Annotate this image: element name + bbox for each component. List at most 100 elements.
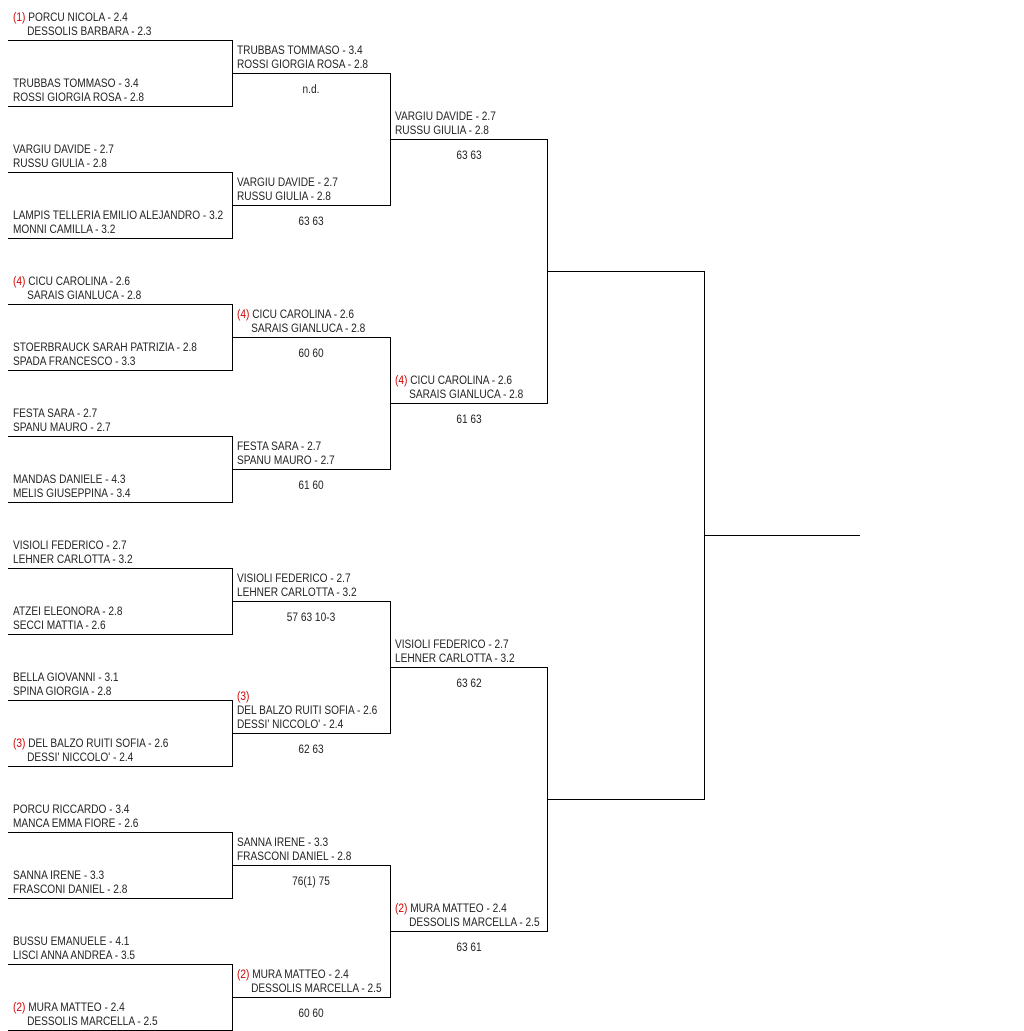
round3-line bbox=[390, 667, 547, 668]
match-score: 63 63 bbox=[298, 216, 324, 228]
round5-line bbox=[704, 535, 860, 536]
round2-line bbox=[232, 205, 390, 206]
player-row: STOERBRAUCK SARAH PATRIZIA - 2.8 bbox=[13, 341, 197, 355]
player-name: DEL BALZO RUITI SOFIA - 2.6 bbox=[28, 738, 169, 750]
player-row: (2) MURA MATTEO - 2.4 bbox=[13, 1001, 158, 1015]
player-row: MANCA EMMA FIORE - 2.6 bbox=[13, 817, 138, 831]
player-name: SPINA GIORGIA - 2.8 bbox=[13, 686, 112, 698]
player-name: VISIOLI FEDERICO - 2.7 bbox=[395, 639, 509, 651]
player-name: VARGIU DAVIDE - 2.7 bbox=[13, 144, 114, 156]
player-row: MONNI CAMILLA - 3.2 bbox=[13, 223, 223, 237]
player-row: LEHNER CARLOTTA - 3.2 bbox=[13, 553, 133, 567]
player-name: SPADA FRANCESCO - 3.3 bbox=[13, 356, 136, 368]
player-row: DESSOLIS MARCELLA - 2.5 bbox=[237, 982, 382, 996]
round1-line bbox=[8, 106, 232, 107]
player-name: MURA MATTEO - 2.4 bbox=[28, 1002, 125, 1014]
player-row: LEHNER CARLOTTA - 3.2 bbox=[237, 586, 357, 600]
round2-line bbox=[232, 469, 390, 470]
player-name: PORCU RICCARDO - 3.4 bbox=[13, 804, 130, 816]
player-name: DESSI' NICCOLO' - 2.4 bbox=[237, 719, 344, 731]
match-score: 76(1) 75 bbox=[292, 876, 330, 888]
player-name: DESSI' NICCOLO' - 2.4 bbox=[27, 752, 134, 764]
round2-line bbox=[232, 601, 390, 602]
player-row: SPINA GIORGIA - 2.8 bbox=[13, 685, 119, 699]
round1-line bbox=[8, 370, 232, 371]
player-row: SARAIS GIANLUCA - 2.8 bbox=[395, 388, 523, 402]
player-name: RUSSU GIULIA - 2.8 bbox=[395, 125, 489, 137]
round2-line bbox=[232, 997, 390, 998]
match-score: 60 60 bbox=[298, 348, 324, 360]
match-score: 63 62 bbox=[456, 678, 482, 690]
player-name: MANCA EMMA FIORE - 2.6 bbox=[13, 818, 139, 830]
player-row: LISCI ANNA ANDREA - 3.5 bbox=[13, 949, 135, 963]
round4-line bbox=[547, 799, 704, 800]
player-row: SPADA FRANCESCO - 3.3 bbox=[13, 355, 197, 369]
player-name: FRASCONI DANIEL - 2.8 bbox=[237, 851, 352, 863]
player-name: SARAIS GIANLUCA - 2.8 bbox=[409, 389, 524, 401]
seed-label: (4) bbox=[13, 276, 26, 288]
round1-line bbox=[8, 898, 232, 899]
player-name: SANNA IRENE - 3.3 bbox=[13, 870, 105, 882]
player-name: CICU CAROLINA - 2.6 bbox=[252, 309, 354, 321]
player-row: VARGIU DAVIDE - 2.7 bbox=[13, 143, 114, 157]
player-name: STOERBRAUCK SARAH PATRIZIA - 2.8 bbox=[13, 342, 197, 354]
player-row: ATZEI ELEONORA - 2.8 bbox=[13, 605, 122, 619]
player-name: CICU CAROLINA - 2.6 bbox=[410, 375, 512, 387]
player-row: TRUBBAS TOMMASO - 3.4 bbox=[237, 44, 368, 58]
player-row: SANNA IRENE - 3.3 bbox=[13, 869, 127, 883]
round3-line bbox=[390, 931, 547, 932]
player-row: LEHNER CARLOTTA - 3.2 bbox=[395, 652, 515, 666]
player-name: VARGIU DAVIDE - 2.7 bbox=[395, 111, 496, 123]
player-name: SPANU MAURO - 2.7 bbox=[13, 422, 111, 434]
player-row: VISIOLI FEDERICO - 2.7 bbox=[395, 638, 515, 652]
player-row: SECCI MATTIA - 2.6 bbox=[13, 619, 122, 633]
player-row: SARAIS GIANLUCA - 2.8 bbox=[13, 289, 141, 303]
round1-line bbox=[8, 700, 232, 701]
player-row: VISIOLI FEDERICO - 2.7 bbox=[237, 572, 357, 586]
player-name: SARAIS GIANLUCA - 2.8 bbox=[251, 323, 366, 335]
player-row: (4) CICU CAROLINA - 2.6 bbox=[13, 275, 141, 289]
round4-line bbox=[547, 271, 704, 272]
player-name: FRASCONI DANIEL - 2.8 bbox=[13, 884, 128, 896]
seed-label: (2) bbox=[395, 903, 408, 915]
player-row: DESSOLIS MARCELLA - 2.5 bbox=[13, 1015, 158, 1029]
match-score: 62 63 bbox=[298, 744, 324, 756]
player-row: LAMPIS TELLERIA EMILIO ALEJANDRO - 3.2 bbox=[13, 209, 223, 223]
player-row: DESSI' NICCOLO' - 2.4 bbox=[237, 718, 377, 732]
player-name: TRUBBAS TOMMASO - 3.4 bbox=[13, 78, 139, 90]
player-row: (2) MURA MATTEO - 2.4 bbox=[237, 968, 382, 982]
round1-line bbox=[8, 436, 232, 437]
player-name: DESSOLIS MARCELLA - 2.5 bbox=[27, 1016, 158, 1028]
player-name: FESTA SARA - 2.7 bbox=[13, 408, 98, 420]
match-score: 63 63 bbox=[456, 150, 482, 162]
round2-line bbox=[232, 73, 390, 74]
player-row: (2) MURA MATTEO - 2.4 bbox=[395, 902, 540, 916]
player-row: SARAIS GIANLUCA - 2.8 bbox=[237, 322, 365, 336]
round1-line bbox=[8, 40, 232, 41]
player-row: ROSSI GIORGIA ROSA - 2.8 bbox=[237, 58, 368, 72]
round1-line bbox=[8, 304, 232, 305]
round1-line bbox=[8, 634, 232, 635]
player-row: (1) PORCU NICOLA - 2.4 bbox=[13, 11, 151, 25]
player-row: FESTA SARA - 2.7 bbox=[237, 440, 335, 454]
player-name: BELLA GIOVANNI - 3.1 bbox=[13, 672, 119, 684]
player-name: ROSSI GIORGIA ROSA - 2.8 bbox=[237, 59, 369, 71]
player-name: RUSSU GIULIA - 2.8 bbox=[13, 158, 107, 170]
player-row: BELLA GIOVANNI - 3.1 bbox=[13, 671, 119, 685]
round3-line bbox=[390, 403, 547, 404]
seed-label: (3) bbox=[13, 738, 26, 750]
